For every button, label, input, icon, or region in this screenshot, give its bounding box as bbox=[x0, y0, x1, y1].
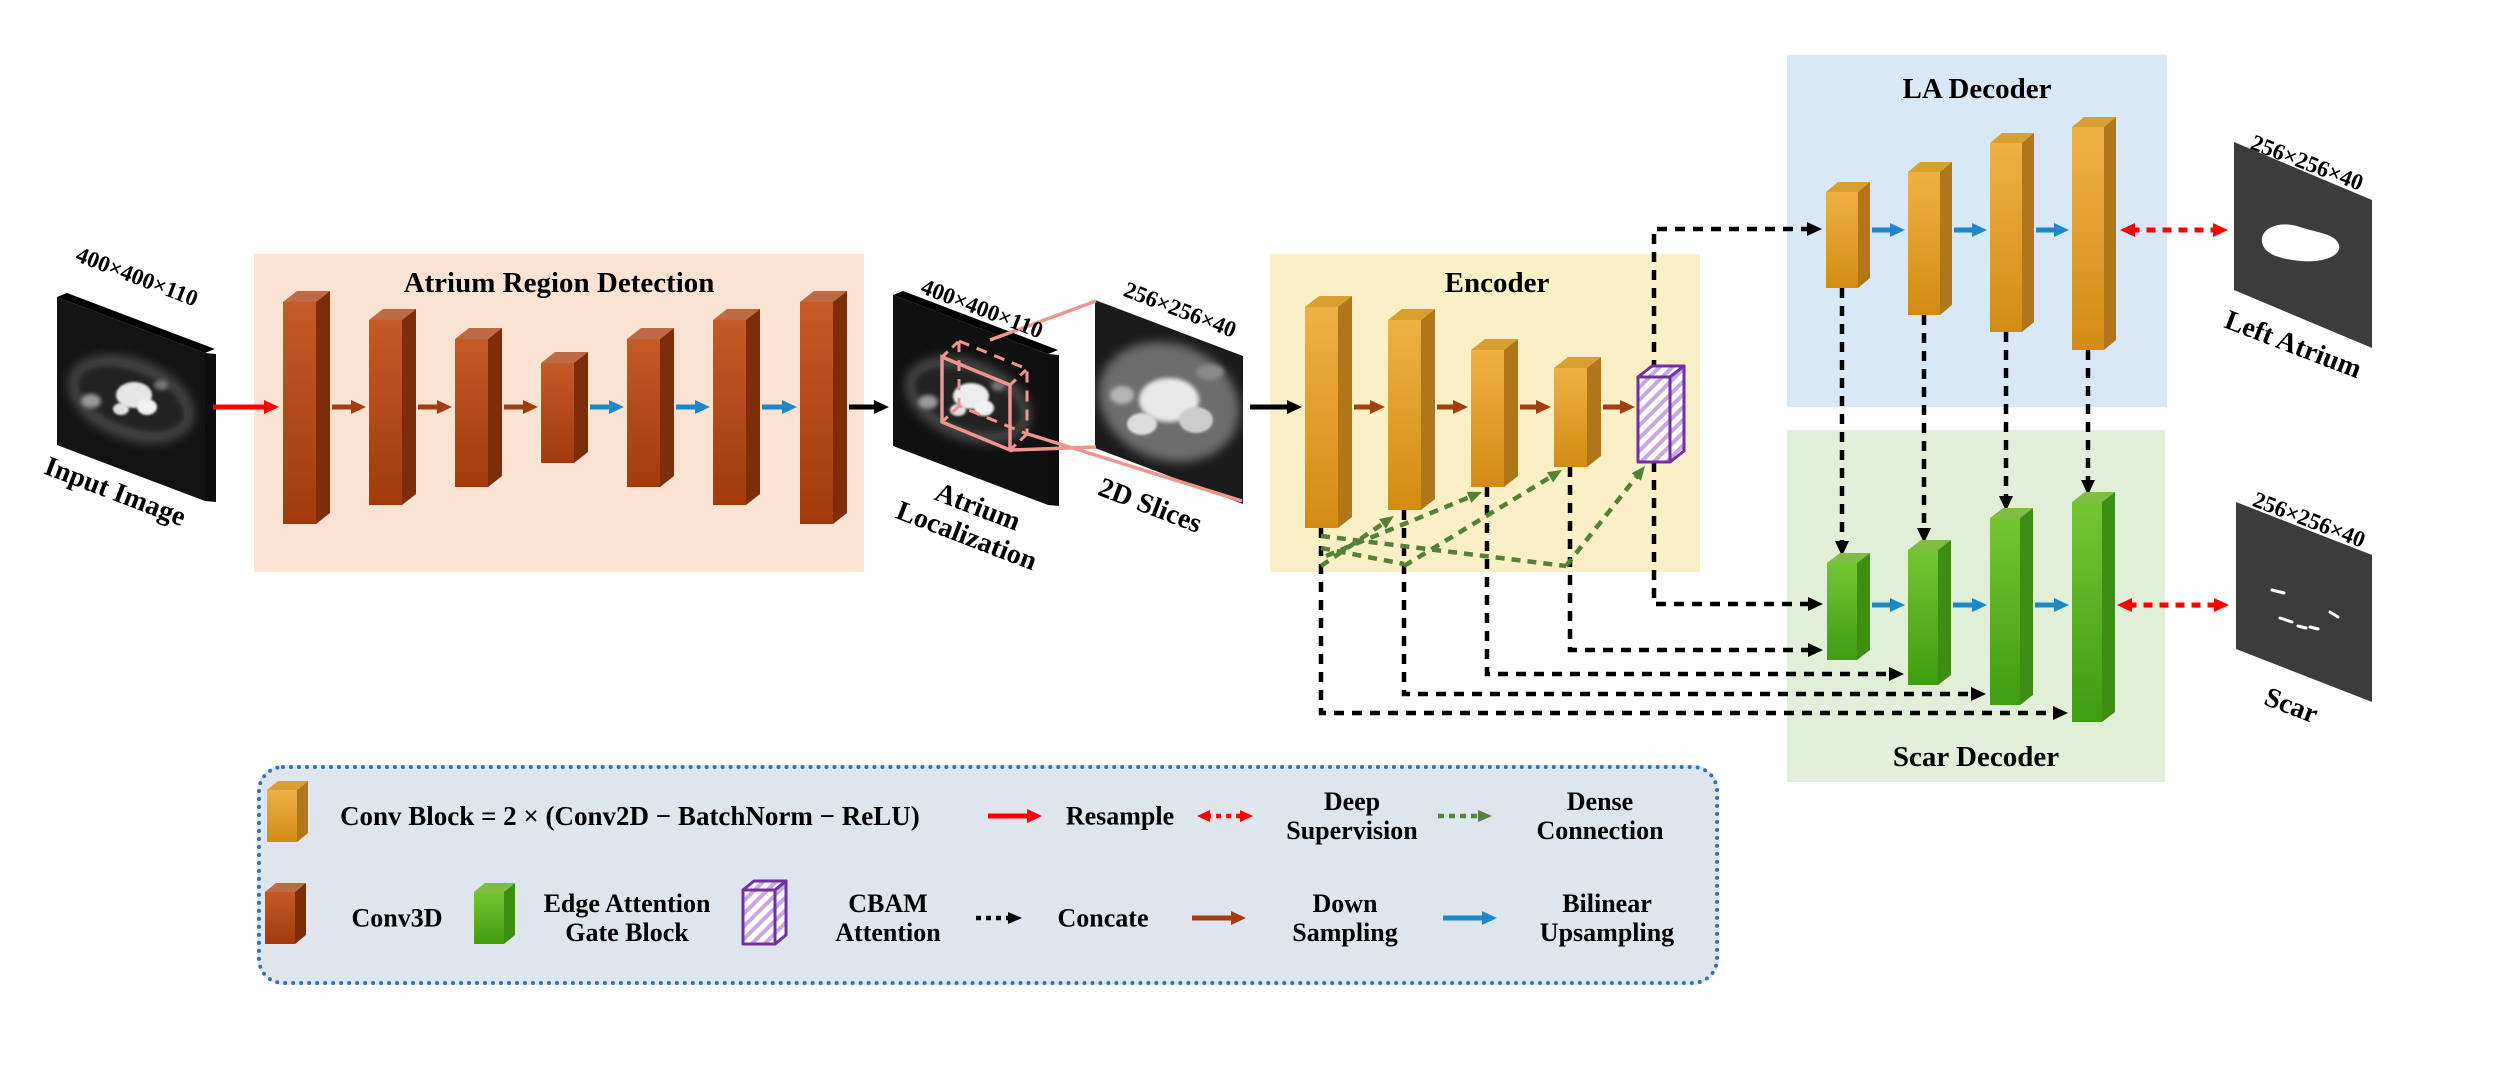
scar-label: Scar bbox=[2260, 681, 2323, 731]
scar-mark-icon bbox=[2278, 616, 2294, 624]
legend-concate-label: Concate bbox=[1057, 903, 1149, 933]
encoder-panel bbox=[1270, 254, 1700, 572]
legend-resample-label: Resample bbox=[1065, 801, 1175, 831]
legend-bilinear-label: Bilinear Upsampling bbox=[1539, 888, 1675, 947]
legend-conv3d-label: Conv3D bbox=[351, 903, 443, 933]
legend-cbam-label: CBAM Attention bbox=[835, 888, 941, 947]
la-decoder-title: LA Decoder bbox=[1902, 72, 2052, 105]
legend-edge-attention-label: Edge Attention Gate Block bbox=[543, 888, 711, 947]
scar-mark-icon bbox=[2270, 588, 2286, 595]
scar-decoder-title: Scar Decoder bbox=[1892, 740, 2060, 773]
2d-slices-dims-label: 256×256×40 bbox=[1120, 276, 1240, 343]
left-atrium-label: Left Atrium bbox=[2220, 304, 2366, 386]
encoder-title: Encoder bbox=[1444, 266, 1550, 299]
scar-dims-label: 256×256×40 bbox=[2249, 486, 2369, 553]
scar-mark-icon bbox=[2328, 610, 2340, 619]
atrium-localization-label: Atrium Localization bbox=[891, 476, 1041, 578]
atrium-crop-box bbox=[940, 338, 1029, 453]
legend-dense-connection-label: Dense Connection bbox=[1536, 786, 1664, 845]
atrium-region-detection-title: Atrium Region Detection bbox=[403, 266, 715, 299]
input-image-label: Input Image bbox=[40, 450, 190, 533]
input-dims-label: 400×400×110 bbox=[72, 241, 202, 312]
scar-decoder-panel bbox=[1787, 430, 2165, 782]
2d-slices-label: 2D Slices bbox=[1094, 471, 1207, 540]
scar-mark-icon bbox=[2296, 624, 2308, 630]
legend-conv-block-label: Conv Block = 2 × (Conv2D − BatchNorm − R… bbox=[340, 800, 920, 831]
left-atrium-dims-label: 256×256×40 bbox=[2247, 129, 2367, 196]
la-decoder-panel bbox=[1787, 55, 2167, 407]
atrium-localization-dims-label: 400×400×110 bbox=[917, 273, 1047, 344]
legend-box bbox=[257, 765, 1719, 985]
legend-down-sampling-label: Down Sampling bbox=[1292, 888, 1398, 947]
scar-mark-icon bbox=[2308, 625, 2320, 631]
atrium-region-detection-panel bbox=[254, 254, 864, 572]
legend-deep-supervision-label: Deep Supervision bbox=[1286, 786, 1418, 845]
